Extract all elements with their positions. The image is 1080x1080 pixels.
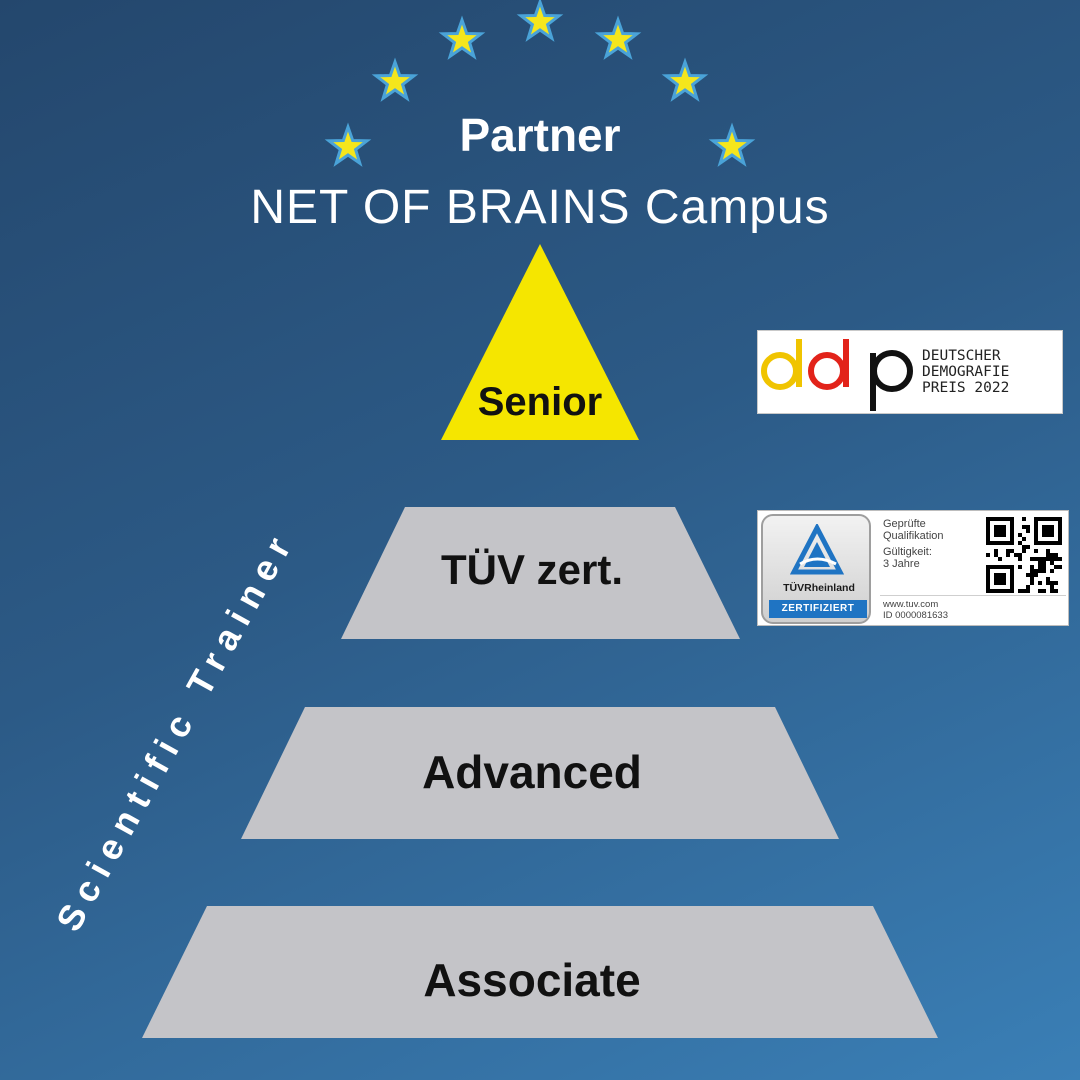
- tuv-seal: TÜVRheinland ZERTIFIZIERT: [761, 514, 871, 624]
- ddp-award-text: DEUTSCHER DEMOGRAFIE PREIS 2022: [922, 348, 1062, 396]
- tuv-divider: [880, 595, 1066, 596]
- tuv-info-line-4: 3 Jahre: [883, 558, 920, 570]
- tuv-certificate-badge: TÜVRheinland ZERTIFIZIERT Geprüfte Quali…: [757, 510, 1069, 626]
- star-icon: [661, 57, 709, 102]
- tuv-certified-text: ZERTIFIZIERT: [769, 600, 867, 618]
- level-senior-label: Senior: [478, 380, 602, 424]
- level-associate-label: Associate: [423, 954, 640, 1006]
- campus-title: NET OF BRAINS Campus: [250, 181, 830, 234]
- tuv-info-line-1: Geprüfte: [883, 518, 926, 530]
- star-icon: [594, 15, 642, 60]
- tuv-brand-text: TÜVRheinland: [783, 582, 855, 594]
- ddp-line-2: DEMOGRAFIE: [922, 364, 1010, 380]
- level-advanced-label: Advanced: [422, 746, 642, 798]
- star-icon: [371, 57, 419, 102]
- ddp-award-badge: DEUTSCHER DEMOGRAFIE PREIS 2022: [757, 330, 1063, 414]
- level-associate-shape: [142, 906, 938, 1038]
- star-icon: [708, 122, 756, 167]
- tuv-footer: www.tuv.com ID 0000081633: [883, 599, 948, 621]
- tuv-triangle-icon: [790, 524, 844, 575]
- tuv-info: Geprüfte Qualifikation Gültigkeit: 3 Jah…: [883, 518, 978, 570]
- tuv-url: www.tuv.com: [883, 599, 939, 610]
- tuv-id: ID 0000081633: [883, 610, 948, 621]
- level-tuv-shape: [341, 507, 740, 639]
- level-tuv-label: TÜV zert.: [441, 546, 623, 593]
- eu-stars-arc: [324, 0, 756, 167]
- tuv-info-line-2: Qualifikation: [883, 530, 944, 542]
- ddp-line-3: PREIS 2022: [922, 380, 1010, 396]
- ddp-logo-icon: [761, 339, 913, 411]
- partner-title: Partner: [459, 109, 621, 161]
- level-advanced-shape: [241, 707, 839, 839]
- level-senior-shape: [441, 244, 639, 440]
- ddp-line-1: DEUTSCHER: [922, 348, 1001, 364]
- tuv-info-line-3: Gültigkeit:: [883, 546, 932, 558]
- qr-code-icon: [986, 517, 1062, 593]
- star-icon: [516, 0, 564, 42]
- star-icon: [438, 15, 486, 60]
- star-icon: [324, 122, 372, 167]
